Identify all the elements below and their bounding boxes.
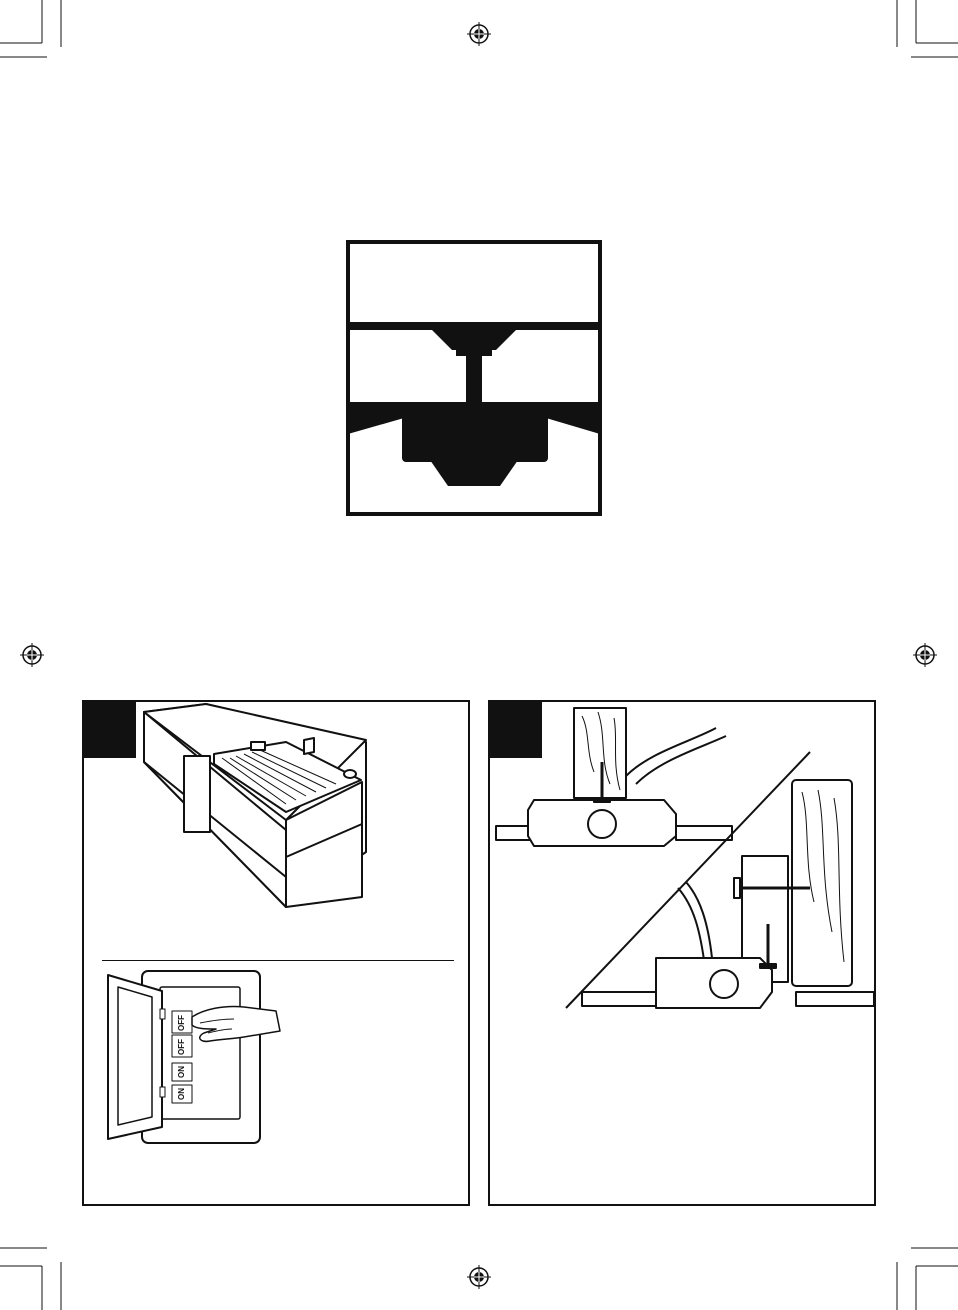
- registration-mark-right: [913, 643, 937, 667]
- ceiling-fan-mount-icon: [346, 240, 602, 516]
- registration-mark-icon: [467, 1265, 491, 1289]
- step-badge-1: [84, 702, 136, 758]
- registration-mark-icon: [467, 22, 491, 46]
- breaker-label-off-1: OFF: [177, 1015, 186, 1031]
- breaker-label-on-1: ON: [177, 1066, 186, 1078]
- registration-mark-icon: [20, 643, 44, 667]
- registration-mark-bottom: [467, 1265, 491, 1289]
- breaker-label-on-2: ON: [177, 1088, 186, 1100]
- panel-divider: [102, 960, 454, 961]
- step-panel-1: OFF OFF ON ON: [82, 700, 470, 1206]
- registration-mark-icon: [913, 643, 937, 667]
- breaker-panel-illustration: OFF OFF ON ON: [104, 967, 284, 1147]
- outlet-box-mounting-illustration: [490, 702, 874, 1022]
- registration-mark-left: [20, 643, 44, 667]
- box-illustration: [136, 702, 466, 912]
- registration-mark-top: [467, 22, 491, 46]
- breaker-label-off-2: OFF: [177, 1039, 186, 1055]
- step-panel-2: [488, 700, 876, 1206]
